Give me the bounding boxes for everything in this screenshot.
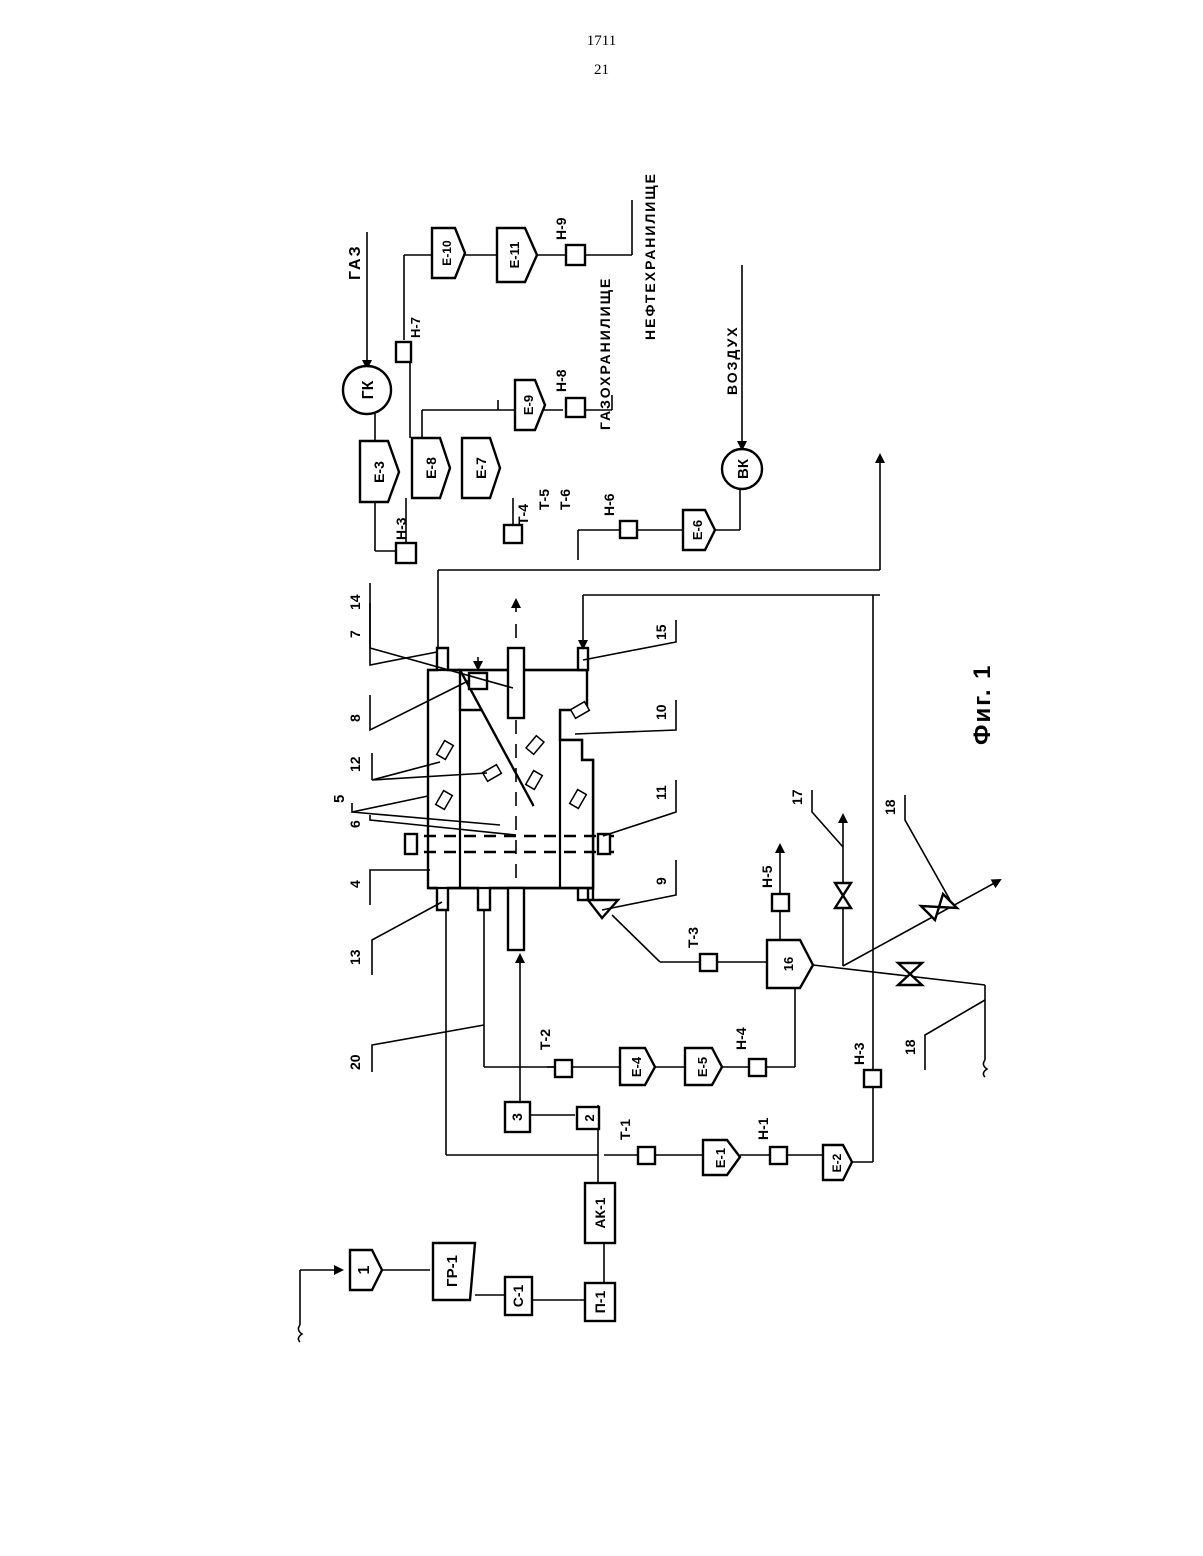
e11-label: Е-11 — [507, 242, 522, 269]
t3-label: Т-3 — [685, 927, 701, 948]
callout-6: 6 — [347, 820, 363, 828]
oil-storage-label: НЕФТЕХРАНИЛИЩЕ — [642, 172, 658, 340]
callout-18-bottom: 18 — [902, 1039, 918, 1055]
c1-label: С-1 — [510, 1285, 526, 1308]
break-mark-left — [298, 1325, 302, 1342]
t5-label: Т-5 — [536, 489, 552, 510]
box-3-label: 3 — [509, 1113, 525, 1121]
callout-18-top: 18 — [882, 799, 898, 815]
n9-label: Н-9 — [553, 217, 569, 240]
callout-7: 7 — [347, 630, 363, 638]
callout-11: 12 — [347, 756, 363, 772]
box-2-label: 2 — [582, 1114, 597, 1121]
callout-8: 8 — [347, 714, 363, 722]
n3-bottom-label: Н-3 — [851, 1042, 867, 1065]
reactor — [404, 600, 618, 1072]
callout-14: 14 — [347, 594, 363, 610]
n1-label: Н-1 — [755, 1117, 771, 1140]
t6-label: Т-6 — [557, 489, 573, 510]
figure-caption: Фиг. 1 — [969, 663, 996, 745]
e3-label: Е-3 — [371, 461, 387, 483]
callout-4: 4 — [347, 880, 363, 888]
gas-storage-label: ГАЗОХРАНИЛИЩЕ — [597, 277, 613, 430]
n6-label: Н-6 — [601, 493, 617, 516]
n5-label: Н-5 — [759, 865, 775, 888]
air-stream-label: ВОЗДУХ — [724, 325, 740, 395]
e7-label: Е-7 — [473, 457, 489, 479]
n4-label: Н-4 — [733, 1027, 749, 1050]
t4-label: Т-4 — [515, 504, 531, 525]
vessel-1-label: 1 — [356, 1265, 373, 1274]
e6-label: Е-6 — [690, 520, 705, 540]
callout-15: 15 — [653, 624, 669, 640]
n8-label: Н-8 — [553, 369, 569, 392]
t1-label: Т-1 — [617, 1119, 633, 1140]
n7-label: Н-7 — [408, 317, 423, 338]
e8-label: Е-8 — [423, 457, 439, 479]
t2-label: Т-2 — [537, 1029, 553, 1050]
e10-label: Е-10 — [440, 240, 454, 266]
gas-stream-label: ГАЗ — [347, 244, 364, 280]
callout-17: 17 — [789, 789, 805, 805]
instruments — [396, 245, 881, 1164]
gr1-label: ГР-1 — [444, 1255, 461, 1287]
e9-label: Е-9 — [521, 395, 536, 415]
stream-labels: ГАЗ ГАЗОХРАНИЛИЩЕ НЕФТЕХРАНИЛИЩЕ ВОЗДУХ — [347, 172, 740, 430]
callout-12: 11 — [653, 785, 669, 800]
e4-label: Е-4 — [629, 1056, 644, 1077]
e2-label: Е-2 — [830, 1153, 844, 1172]
p1-label: П-1 — [592, 1291, 608, 1314]
callout-13: 13 — [347, 949, 363, 965]
vessel-16-label: 16 — [781, 957, 796, 971]
e5-label: Е-5 — [695, 1057, 710, 1077]
air-compressor-label: ВК — [735, 458, 752, 479]
e1-label: Е-1 — [713, 1148, 728, 1168]
callout-10: 9 — [653, 877, 669, 885]
callout-20: 20 — [347, 1054, 363, 1070]
callout-5: 5 — [331, 795, 348, 803]
n3-top-label: Н-3 — [393, 517, 409, 540]
ak1-label: АК-1 — [592, 1197, 608, 1228]
break-mark-right — [983, 1060, 987, 1077]
callout-9: 10 — [653, 704, 669, 720]
gas-compressor-label: ГК — [360, 380, 377, 399]
